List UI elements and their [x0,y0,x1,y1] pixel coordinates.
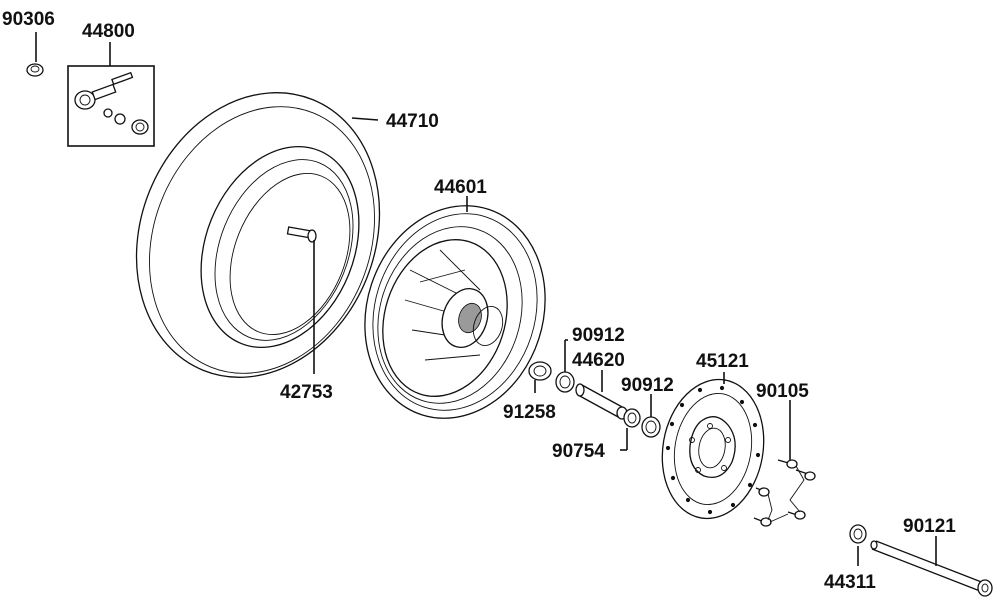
label-44601: 44601 [434,177,487,198]
label-44311: 44311 [824,572,876,593]
bolts-90105 [753,400,816,527]
label-44800: 44800 [82,21,135,42]
nut-44311 [849,524,867,566]
label-42753: 42753 [280,382,333,403]
spacer-90754 [620,408,641,451]
valve-42753 [286,226,317,374]
rim-44601 [364,205,546,419]
label-44710: 44710 [386,111,439,132]
tire-44710 [135,92,381,378]
label-90754: 90754 [552,441,605,462]
valve-kit-44800 [67,42,155,147]
label-90121: 90121 [903,516,956,537]
bearing-90912-lower [641,394,661,438]
label-90306: 90306 [2,9,55,30]
axle-90121 [870,536,993,597]
label-90912-upper: 90912 [572,325,625,346]
label-91258: 91258 [503,402,556,423]
bearing-90912-upper [555,339,575,393]
collar-44620 [575,370,628,420]
label-90912-lower: 90912 [621,375,674,396]
brake-disc-45121 [661,378,765,520]
seal-91258 [528,361,552,393]
nut-90306 [26,32,44,77]
label-44620: 44620 [572,350,625,371]
label-45121: 45121 [696,351,749,372]
label-90105: 90105 [756,381,809,402]
